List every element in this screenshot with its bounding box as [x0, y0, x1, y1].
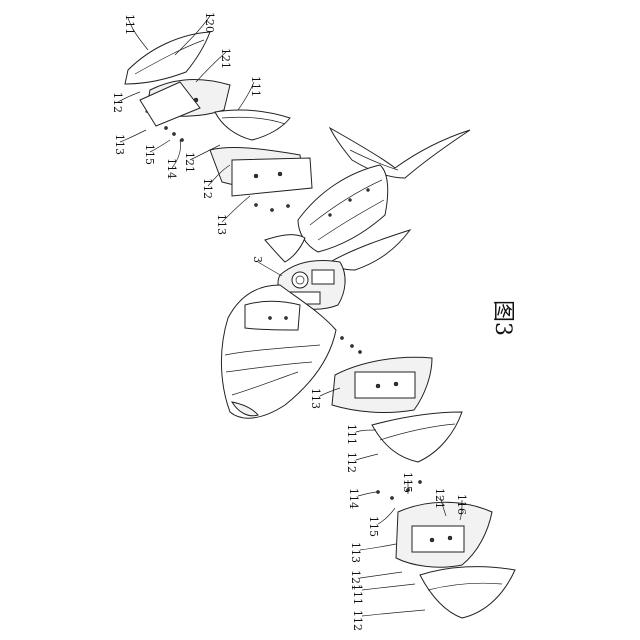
- label-111-bottom: 111: [351, 584, 364, 605]
- label-112-middle: 112: [345, 452, 358, 473]
- label-121-second: 121: [183, 152, 196, 173]
- label-113-middle: 113: [309, 388, 322, 409]
- label-3: 3: [251, 256, 264, 263]
- figure-caption: 图3: [490, 300, 515, 336]
- label-116: 116: [455, 494, 468, 515]
- label-111-top: 111: [123, 14, 136, 35]
- label-111-middle: 111: [345, 424, 358, 445]
- label-114-top: 114: [165, 158, 178, 179]
- label-115-bottom-right: 115: [401, 472, 414, 493]
- tail-fin: [330, 128, 470, 178]
- label-114-bottom: 114: [347, 488, 360, 509]
- label-113-bottom: 113: [349, 542, 362, 563]
- label-112-second: 112: [201, 178, 214, 199]
- label-121-top: 121: [219, 48, 232, 69]
- label-115-bottom-left: 115: [367, 516, 380, 537]
- label-121-bottom-right: 121: [433, 488, 446, 509]
- label-112-top: 112: [111, 92, 124, 113]
- label-113-top: 113: [113, 134, 126, 155]
- label-120: 120: [203, 12, 216, 33]
- label-115-top: 115: [143, 144, 156, 165]
- label-112-bottom: 112: [351, 610, 364, 631]
- label-111-second: 111: [249, 76, 262, 97]
- label-113-second: 113: [215, 214, 228, 235]
